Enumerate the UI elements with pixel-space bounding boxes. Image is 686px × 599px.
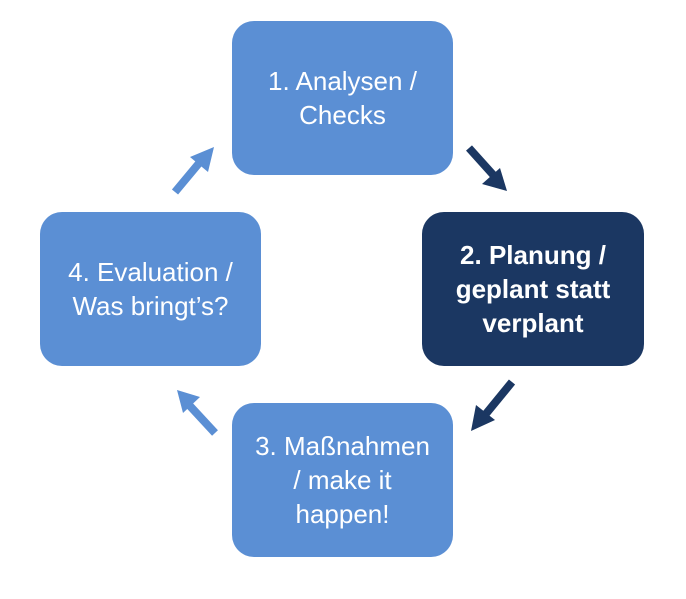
step-1-analysen-checks: 1. Analysen / Checks bbox=[232, 21, 453, 175]
step-2-label: 2. Planung / geplant statt verplant bbox=[455, 240, 611, 338]
arrow-step2-to-step3-icon bbox=[471, 379, 516, 431]
arrow-step1-to-step2-icon bbox=[466, 145, 507, 191]
step-3-massnahmen: 3. Maßnahmen / make it happen! bbox=[232, 403, 453, 557]
step-2-planung: 2. Planung / geplant statt verplant bbox=[422, 212, 644, 366]
arrow-step4-to-step1-icon bbox=[171, 147, 214, 195]
step-4-label: 4. Evaluation / Was bringt’s? bbox=[68, 257, 233, 321]
step-1-label: 1. Analysen / Checks bbox=[268, 66, 417, 130]
arrow-step3-to-step4-icon bbox=[177, 390, 218, 436]
step-3-label: 3. Maßnahmen / make it happen! bbox=[255, 431, 430, 529]
step-4-evaluation: 4. Evaluation / Was bringt’s? bbox=[40, 212, 261, 366]
